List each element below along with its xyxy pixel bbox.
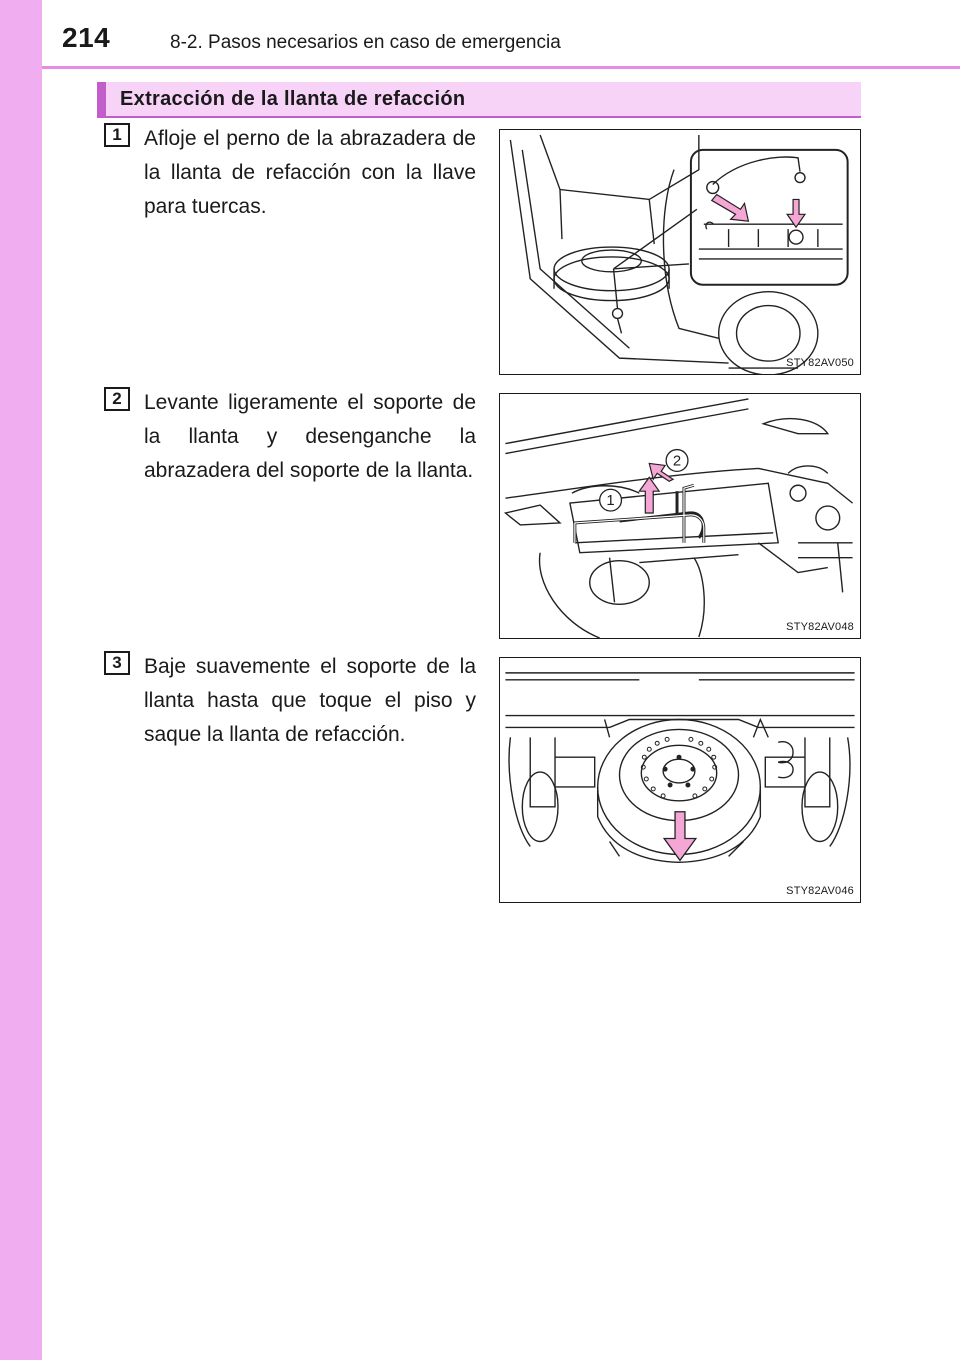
figure-code: STY82AV048 — [786, 621, 854, 633]
lowering-spare-tire-drawing — [505, 672, 855, 864]
chapter-side-strip — [0, 0, 42, 1360]
callout-2: 2 — [673, 453, 681, 469]
chapter-title: 8-2. Pasos necesarios en caso de emergen… — [170, 32, 561, 53]
figure-code: STY82AV046 — [786, 885, 854, 897]
step-2-text: Levante ligeramente el soporte de la lla… — [144, 391, 476, 482]
step-3-badge: 3 — [104, 651, 130, 675]
step-3-text: Baje suavemente el soporte de la llanta … — [144, 655, 476, 746]
step-1-badge: 1 — [104, 123, 130, 147]
section-title: Extracción de la llanta de refacción — [120, 88, 466, 110]
step-2-illustration: 1 2 STY82AV048 — [499, 393, 861, 639]
page-number: 214 — [62, 22, 111, 53]
step-1-illustration: STY82AV050 — [499, 129, 861, 375]
step-2-badge: 2 — [104, 387, 130, 411]
section-heading: Extracción de la llanta de refacción — [97, 82, 861, 118]
header-divider — [42, 66, 960, 69]
tire-carrier-hook-drawing: 1 2 — [503, 398, 854, 638]
figure-code: STY82AV050 — [786, 357, 854, 369]
spare-tire-bolt-drawing — [509, 134, 849, 374]
callout-1: 1 — [606, 493, 614, 509]
step-1-text: Afloje el perno de la abrazadera de la l… — [144, 127, 476, 218]
step-3-illustration: STY82AV046 — [499, 657, 861, 903]
